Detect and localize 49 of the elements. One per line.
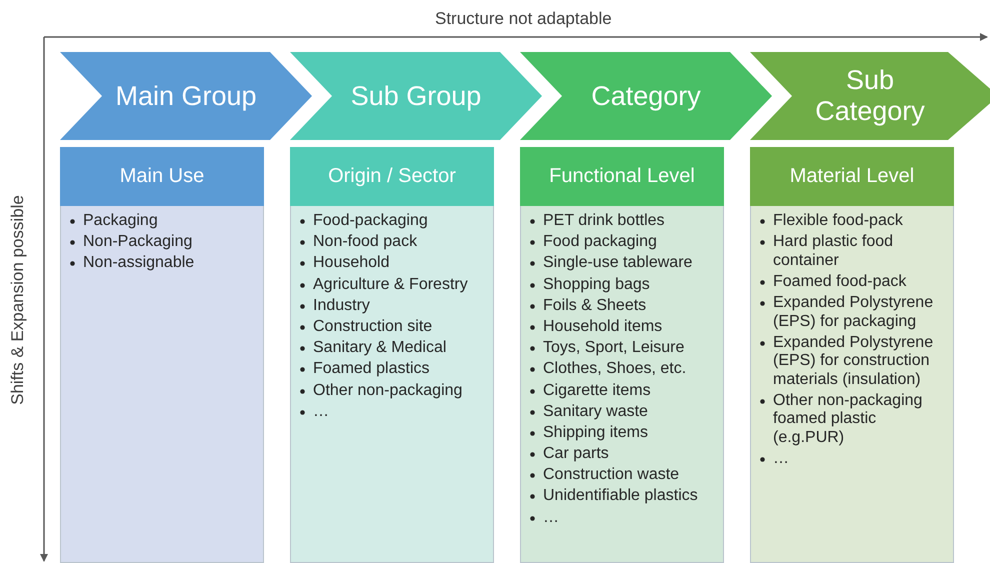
step-title: Sub Group (350, 80, 482, 112)
list-item: Single-use tableware (543, 254, 692, 272)
list-item: Non-food pack (313, 233, 418, 250)
list-item: Shopping bags (543, 276, 650, 293)
list-item: Packaging (83, 212, 158, 229)
axis-label: Shifts & Expansion possible (8, 195, 28, 405)
list-item: Construction site (313, 318, 432, 335)
list-item: Hard plastic food container (773, 233, 894, 269)
column-header: Origin / Sector (290, 147, 494, 206)
list-item: PET drink bottles (543, 212, 665, 229)
list-item: Food packaging (543, 233, 657, 250)
list-item: Expanded Polystyrene (EPS) for packaging (773, 294, 934, 330)
list-panel (520, 206, 724, 563)
column-header: Main Use (60, 147, 264, 206)
list-item: Car parts (543, 445, 609, 462)
list-panel (750, 206, 954, 563)
list-item: Foamed plastics (313, 360, 430, 378)
list-item: Clothes, Shoes, etc. (543, 360, 686, 378)
list-item: Construction waste (543, 466, 680, 484)
axis-label: Structure not adaptable (435, 9, 612, 29)
list-item: Unidentifiable plastics (543, 487, 698, 504)
column-header: Functional Level (520, 147, 724, 206)
list-item: Food-packaging (313, 212, 428, 229)
list-panel (60, 206, 264, 563)
list-item: Non-Packaging (83, 233, 192, 250)
list-item: Other non-packaging foamed plastic (e.g.PUR) (773, 392, 922, 446)
list-item: Sanitary waste (543, 402, 648, 420)
list-item: Industry (313, 296, 370, 314)
list-item: Household items (543, 318, 662, 335)
list-item: Toys, Sport, Leisure (543, 339, 684, 356)
step-title: Category (591, 80, 701, 112)
list-item: … (543, 508, 559, 526)
list-item: … (773, 450, 789, 468)
list-item: Cigarette items (543, 382, 651, 398)
list-item: Foils & Sheets (543, 296, 646, 314)
list-item: Non-assignable (83, 254, 194, 272)
column-header: Material Level (750, 147, 954, 206)
step-title: Main Group (115, 80, 257, 112)
list-item: Flexible food-pack (773, 212, 903, 229)
list-item: Foamed food-pack (773, 272, 906, 290)
list-panel (290, 206, 494, 563)
list-item: Expanded Polystyrene (EPS) for construction materials (insulation) (773, 334, 934, 388)
list-item: Other non-packaging (313, 382, 462, 398)
list-item: Agriculture & Forestry (313, 276, 468, 293)
list-item: Sanitary & Medical (313, 339, 446, 356)
step-title: Sub Category (814, 65, 926, 127)
list-item: … (313, 402, 329, 420)
list-item: Household (313, 254, 390, 272)
list-item: Shipping items (543, 424, 648, 441)
